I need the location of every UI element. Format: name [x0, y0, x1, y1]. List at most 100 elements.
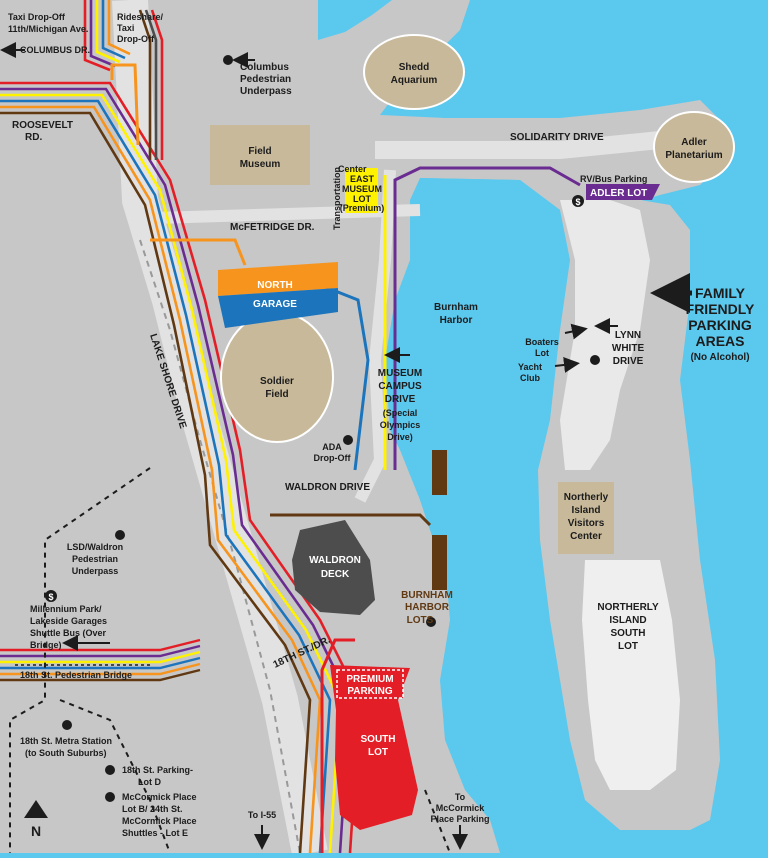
ada-label-2: Drop-Off [314, 453, 352, 463]
east-museum-label-1: EAST [350, 174, 375, 184]
orange-route [150, 238, 247, 266]
south-lot[interactable] [330, 665, 418, 830]
shuttle-bus-icon[interactable] [45, 590, 57, 602]
family-label-1: FAMILY [695, 285, 746, 301]
adler-lot-dollar-circle[interactable] [572, 195, 584, 207]
lot-e-label-2: Lot B/ 24th St. [122, 804, 183, 814]
solidarity-label: SOLIDARITY DRIVE [510, 132, 604, 143]
burnham-harbor-label-1: Burnham [434, 302, 478, 313]
top-route-bundle [83, 0, 164, 160]
waldron-deck-label-2: DECK [321, 569, 350, 580]
shedd-aquarium[interactable] [363, 34, 465, 110]
adler-lot-label: ADLER LOT [590, 188, 647, 199]
shuttle-label-4: Bridge) [30, 640, 62, 650]
lot-d-label-2: Lot D [138, 777, 161, 787]
museum-campus-label-2: CAMPUS [378, 381, 422, 392]
mccormick-label-3: Place Parking [430, 814, 489, 824]
northerly-visitors-center[interactable] [558, 482, 614, 554]
lynn-white-dot[interactable] [590, 355, 600, 365]
yacht-arrow-icon [554, 356, 580, 373]
columbus-underpass-dot[interactable] [223, 55, 233, 65]
metra-label-2: (to South Suburbs) [25, 748, 106, 758]
i55-label: To I-55 [248, 810, 276, 820]
east-museum-label-3: LOT [353, 194, 371, 204]
solidarity-drive-road [375, 131, 661, 159]
purple-route [393, 166, 581, 470]
lake-shore-centerline [139, 239, 301, 854]
burnham-lots-north[interactable] [432, 450, 447, 495]
dashed-path-south [424, 789, 451, 854]
boaters-label-2: Lot [535, 348, 549, 358]
boaters-label-1: Boaters [525, 337, 559, 347]
ni-south-label-3: SOUTH [611, 628, 646, 639]
family-label-5: (No Alcohol) [690, 352, 749, 363]
columbus-underpass-label-2: Pedestrian [240, 74, 291, 85]
field-museum[interactable] [210, 125, 310, 185]
museum-campus-label-1: MUSEUM [378, 368, 422, 379]
burnham-lots-label-2: HARBOR [405, 602, 450, 613]
field-museum-label-2: Museum [240, 159, 281, 170]
north-garage-blue[interactable] [218, 288, 338, 328]
west-route-bundle [0, 638, 201, 682]
east-museum-label-2: MUSEUM [342, 184, 382, 194]
rideshare-label-3: Drop-Off [117, 34, 155, 44]
museum-campus-label-3: DRIVE [385, 394, 416, 405]
mccormick-label-2: McCormick [436, 803, 486, 813]
east-museum-label-4: (Premium) [340, 203, 385, 213]
visitors-center-label-3: Visitors [568, 518, 605, 529]
ada-dropoff-dot[interactable] [343, 435, 353, 445]
roosevelt-label-1: ROOSEVELT [12, 120, 73, 131]
yacht-label-2: Club [520, 373, 540, 383]
burnham-lots-south[interactable] [432, 535, 447, 590]
lot-e-label-4: Shuttles - Lot E [122, 828, 188, 838]
lot-d-label-1: 18th St. Parking- [122, 765, 193, 775]
columbus-underpass-label-1: Columbus [240, 62, 289, 73]
rideshare-label-1: Rideshare/ [117, 12, 164, 22]
lsd-underpass-label-3: Underpass [72, 566, 119, 576]
columbus-underpass-label-3: Underpass [240, 86, 292, 97]
burnham-harbor-label-2: Harbor [440, 315, 473, 326]
bridge-label: 18th St. Pedestrian Bridge [20, 670, 132, 680]
lot-e-label-3: McCormick Place [122, 816, 197, 826]
family-label-3: PARKING [688, 317, 752, 333]
adler-label-2: Planetarium [665, 150, 722, 161]
metra-dot[interactable] [62, 720, 72, 730]
taxi-label-2: 11th/Michigan Ave. [8, 24, 88, 34]
adler-label-1: Adler [681, 137, 707, 148]
lsd-underpass-dot[interactable] [115, 530, 125, 540]
waldron-deck[interactable] [292, 520, 375, 615]
premium-label-2: PARKING [347, 686, 393, 697]
premium-parking-area[interactable] [336, 669, 404, 699]
mcfetridge-label: McFETRIDGE DR. [230, 222, 315, 233]
north-arrow-icon [24, 800, 48, 818]
boaters-arrow-icon [564, 323, 588, 340]
north-garage-label-2: GARAGE [253, 299, 297, 310]
shedd-label-2: Aquarium [391, 75, 438, 86]
yacht-label-1: Yacht [518, 362, 542, 372]
visitors-center-label-1: Northerly [564, 492, 609, 503]
waldron-deck-label-1: WALDRON [309, 555, 361, 566]
mccormick-label-1: To [455, 792, 466, 802]
dashed-path-east [59, 699, 171, 854]
lot-d-dot[interactable] [105, 765, 115, 775]
blue-route [319, 283, 370, 471]
rv-bus-label: RV/Bus Parking [580, 174, 647, 184]
lynn-white-label-2: WHITE [612, 343, 645, 354]
adler-planetarium[interactable] [653, 111, 735, 183]
lot-e-dot[interactable] [105, 792, 115, 802]
museum-campus-label-4: (Special [383, 408, 418, 418]
burnham-lots-label-3: LOTS [407, 615, 434, 626]
ni-south-label-4: LOT [618, 641, 638, 652]
lake-shore-road [112, 0, 328, 857]
east-museum-lot[interactable] [345, 168, 378, 213]
lsd-underpass-label-2: Pedestrian [72, 554, 118, 564]
metra-label-1: 18th St. Metra Station [20, 736, 112, 746]
northerly-island-south-lot-area [582, 560, 680, 790]
waldron-label: WALDRON DRIVE [285, 482, 370, 493]
north-garage-orange[interactable] [218, 262, 338, 296]
north-garage-label-1: NORTH [257, 280, 293, 291]
museum-campus-label-5: Olympics [380, 420, 421, 430]
burnham-lots-dot[interactable] [426, 617, 436, 627]
lot-e-label-1: McCormick Place [122, 792, 197, 802]
adler-lot[interactable] [586, 184, 660, 200]
